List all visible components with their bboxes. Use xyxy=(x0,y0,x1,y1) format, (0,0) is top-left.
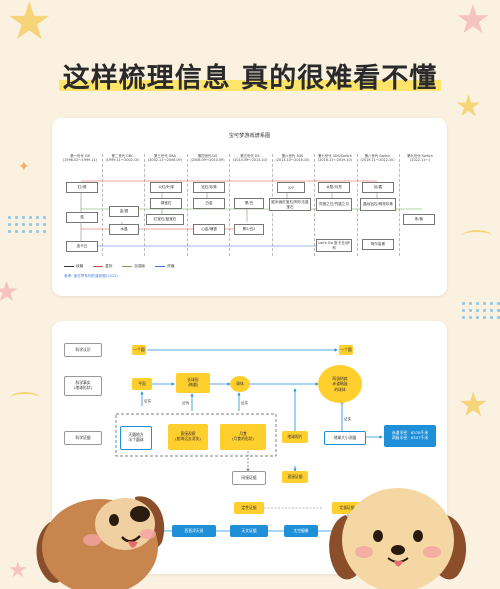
star-decoration-icon: ★ xyxy=(8,558,28,583)
dot-pattern-decoration xyxy=(6,214,46,236)
legend-entry: 改编 xyxy=(167,264,175,268)
legend-entry: 续篇 xyxy=(76,264,84,268)
star-decoration-icon: ★ xyxy=(455,0,491,43)
column-header: 第二世代 GBC (1999.11～2002.10) xyxy=(105,154,140,163)
flow-node-direct-evidence: 直接证据 xyxy=(282,471,308,483)
row-label-scientific-evidence: 科学证据 xyxy=(64,431,102,445)
flow-label-confirm: 证实 xyxy=(344,417,352,421)
chart-legend: 续篇 复刻 加强版 改编 xyxy=(64,264,174,268)
genealogy-box: 火红/叶绿 xyxy=(150,182,182,193)
column-header: 第一世代 GB (1996.02～1999.11) xyxy=(62,154,98,163)
dot-pattern-decoration xyxy=(460,300,500,322)
flow-label-confirm: 证实 xyxy=(144,399,152,403)
column-divider xyxy=(186,154,188,256)
genealogy-box: 皮卡丘 xyxy=(66,241,98,252)
star-decoration-icon: ★ xyxy=(455,89,482,124)
column-divider xyxy=(101,154,103,256)
legend-entry: 复刻 xyxy=(105,264,113,268)
star-decoration-icon: ★ xyxy=(458,385,489,425)
flow-node-flat: 平面 xyxy=(132,378,152,390)
flow-node-earth-measurement: 地球大小测量 xyxy=(324,431,366,445)
genealogy-box: 金/银 xyxy=(109,206,139,217)
genealogy-box: 黑/白 xyxy=(234,198,264,209)
genealogy-box: Let's Go 皮卡丘/伊布 xyxy=(316,239,352,252)
flow-node-indirect-evidence: 间接证据 xyxy=(232,471,266,485)
flow-node-top-to: 一个圆 xyxy=(339,345,353,355)
headline-title: 这样梳理信息 真的很难看不懂 xyxy=(0,56,500,95)
genealogy-box: 阿尔宙斯 xyxy=(362,239,394,250)
genealogy-box: X/Y xyxy=(277,182,305,193)
genealogy-chart-card: 宝可梦游戏谱系图 第一世代 GB (1996.02～1999.11) 第二世代 G… xyxy=(52,118,447,296)
column-divider xyxy=(229,154,230,256)
column-divider xyxy=(314,154,315,256)
column-divider xyxy=(356,154,358,256)
flow-node-top-from: 一个圆 xyxy=(132,345,146,355)
genealogy-box: 红宝石/蓝宝石 xyxy=(146,214,184,225)
genealogy-box: 欧米伽红宝石/阿尔法蓝宝石 xyxy=(269,198,311,211)
flow-label-falsify: 证伪 xyxy=(182,401,190,405)
genealogy-box: 晶灿钻石/明亮珍珠 xyxy=(360,198,396,211)
column-header: 第八世代 Switch (2019.11～2022.10) xyxy=(360,154,395,163)
genealogy-box: 蓝 xyxy=(66,212,98,223)
flow-node-evidence-observation: 直接观察 (航海远去消失) xyxy=(168,424,208,450)
flow-node-hypothesis: 天圆地方 半个圆球 xyxy=(120,426,152,450)
flow-label-confirm: 证实 xyxy=(241,401,249,405)
flow-node-ellipsoid: 长球形 (椭圆) xyxy=(176,373,210,393)
star-decoration-icon: ✦ xyxy=(18,159,30,175)
genealogy-box: 究极之日/究极之月 xyxy=(316,198,352,211)
flow-node-evidence-eclipse: 月食 (月食的形状) xyxy=(220,424,266,450)
flow-node-bottom: 西晋浑天说 xyxy=(172,525,216,537)
dog-illustration-left xyxy=(36,496,165,589)
flow-node-qualitative-evidence: 定性证据 xyxy=(234,502,264,514)
flow-node-sphere: 球体 xyxy=(230,376,250,392)
column-header: 第六世代 3DS (2013.10～2016.10) xyxy=(275,154,310,163)
row-label-scientific-fact: 科学事实 (地球形状) xyxy=(64,376,102,396)
wave-decoration xyxy=(462,230,492,242)
column-divider xyxy=(399,154,400,256)
genealogy-box: 红/绿 xyxy=(66,182,98,193)
genealogy-box: 钻石/珍珠 xyxy=(193,182,225,193)
column-header: 第三世代 GBA (2002.11～2006.09) xyxy=(147,154,183,163)
star-decoration-icon: ★ xyxy=(6,0,53,52)
genealogy-box: 黑2/白2 xyxy=(234,224,264,235)
genealogy-box: 水晶 xyxy=(109,224,139,235)
flow-node-bottom: 天文证据 xyxy=(230,525,268,537)
genealogy-box: 剑/盾 xyxy=(362,182,394,193)
column-header: 第七世代 3DS/Switch (2016.11～2019.10) xyxy=(317,154,353,163)
genealogy-box: 心金/魂银 xyxy=(193,224,225,235)
dog-illustration-right xyxy=(329,488,467,589)
flow-node-bottom: 太空摄像 xyxy=(284,525,318,537)
row-label-scientific-knowledge: 科学认识 xyxy=(64,343,102,357)
flow-node-oblate-sphere: 两极稍扁 赤道略鼓 的球体 xyxy=(318,365,362,403)
column-divider xyxy=(144,154,145,256)
column-header: 第九世代 Switch (2022.11～) xyxy=(407,154,433,163)
chart-footnote: 参考: 宝可梦系列的谱系图(2023) xyxy=(64,274,118,278)
column-header: 第四世代 DS (2006.09～2010.09) xyxy=(190,154,225,163)
legend-entry: 加强版 xyxy=(134,264,146,268)
flow-node-earth-photo: 地球照片 xyxy=(282,431,308,443)
flow-node-earth-radius-values: 赤道半径：6378千米 两极半径：6357千米 xyxy=(384,425,436,447)
genealogy-box: 绿宝石 xyxy=(150,198,182,209)
column-header: 第五世代 DS (2010.09～2013.10) xyxy=(232,154,268,163)
genealogy-box: 朱/紫 xyxy=(403,214,435,225)
wave-decoration xyxy=(10,392,40,404)
chart-title: 宝可梦游戏谱系图 xyxy=(228,133,271,139)
genealogy-box: 白金 xyxy=(193,198,225,209)
star-decoration-icon: ★ xyxy=(0,275,20,308)
genealogy-box: 太阳/月亮 xyxy=(318,182,350,193)
